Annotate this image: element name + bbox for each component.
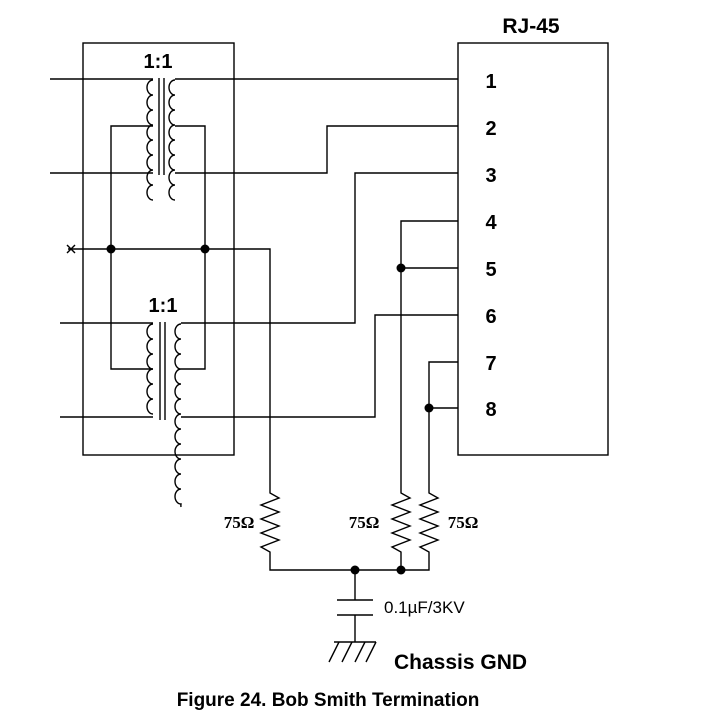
pin-label-2: 2 [485, 118, 496, 140]
junction-dot [350, 565, 360, 575]
wire-upper-secondary-center-tap [175, 125, 206, 249]
chassis-ground-symbol: Chassis GND [328, 641, 527, 674]
upper-transformer-ratio: 1:1 [144, 51, 173, 73]
wire-pin6 [181, 314, 458, 418]
pin-label-5: 5 [485, 259, 496, 281]
wire-upper-primary-center-tap [110, 125, 153, 249]
junction-dot [396, 263, 406, 273]
wire-pin3 [181, 172, 458, 324]
resistor-r2-value: 75Ω [349, 513, 380, 532]
wire-lower-secondary-center-tap [181, 249, 206, 370]
figure-caption: Figure 24. Bob Smith Termination [177, 690, 480, 711]
wire-pin7-pin8 [428, 361, 458, 490]
no-connect-marker [66, 244, 76, 254]
upper-transformer: 1:1 [144, 51, 176, 201]
resistor-r1: 75Ω [224, 490, 281, 556]
resistor-r3-value: 75Ω [448, 513, 479, 532]
lower-secondary-winding [174, 323, 182, 508]
pin-label-7: 7 [485, 353, 496, 375]
rj45-title: RJ-45 [502, 15, 560, 38]
junction-dots [106, 244, 434, 575]
wire-pin4-pin5 [400, 220, 458, 490]
junction-dot [106, 244, 116, 254]
wire-lower-primary-center-tap [110, 249, 153, 370]
pin-label-1: 1 [485, 71, 496, 93]
wire-resistor-bus [269, 556, 430, 571]
capacitor-value: 0.1µF/3KV [384, 598, 465, 617]
lower-transformer: 1:1 [146, 295, 182, 508]
wire-pin2 [175, 125, 458, 174]
upper-secondary-winding [168, 79, 176, 201]
capacitor: 0.1µF/3KV [337, 598, 465, 617]
resistor-r1-value: 75Ω [224, 513, 255, 532]
junction-dot [424, 403, 434, 413]
lower-transformer-ratio: 1:1 [149, 295, 178, 317]
upper-primary-winding [146, 79, 154, 201]
pin-label-8: 8 [485, 399, 496, 421]
resistor-r3: 75Ω [418, 490, 479, 556]
junction-dot [396, 565, 406, 575]
junction-dot [200, 244, 210, 254]
resistor-r2: 75Ω [349, 490, 412, 556]
rj45-body [457, 42, 609, 456]
rj45-connector: RJ-45 1 2 3 4 5 6 7 8 [457, 15, 609, 456]
pin-label-4: 4 [485, 212, 497, 234]
wire-center-tap-bus [68, 248, 271, 490]
pin-label-3: 3 [485, 165, 496, 187]
circuit-wires [50, 78, 458, 642]
pin-label-6: 6 [485, 306, 496, 328]
chassis-ground-label: Chassis GND [394, 651, 527, 674]
